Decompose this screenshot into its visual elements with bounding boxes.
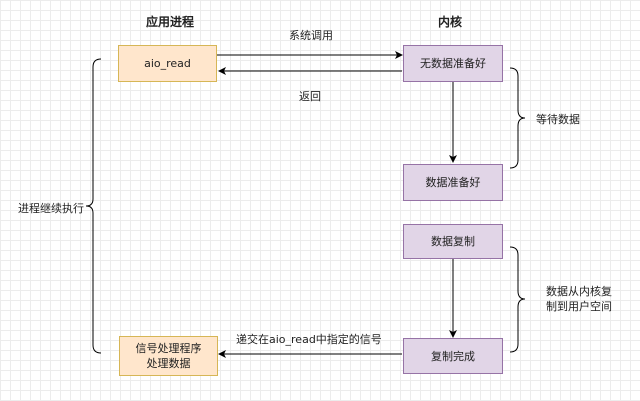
app-process-heading: 应用进程 [145,15,194,29]
copy-label-line2: 制到用户空间 [546,300,612,313]
process-continue-brace [85,58,102,354]
data-copy-box: 数据复制 [403,224,503,259]
signal-handler-line2: 处理数据 [146,357,191,370]
wait-data-brace [509,67,526,169]
signal-handler-line1: 信号处理程序 [135,342,202,355]
process-continue-label: 进程继续执行 [18,202,84,215]
copy-label-line1: 数据从内核复 [546,285,612,298]
data-ready-box: 数据准备好 [403,164,503,201]
deliver-signal-label: 递交在aio_read中指定的信号 [236,333,382,346]
aio-read-box: aio_read [118,45,217,82]
return-label: 返回 [299,90,321,103]
copy-done-box: 复制完成 [403,338,503,374]
no-data-ready-box: 无数据准备好 [403,45,503,82]
copy-to-user-label: 数据从内核复 制到用户空间 [546,284,612,314]
copy-brace [509,246,526,353]
syscall-label: 系统调用 [289,29,333,42]
kernel-heading: 内核 [437,15,462,29]
wait-data-label: 等待数据 [536,113,580,126]
signal-handler-box: 信号处理程序 处理数据 [119,336,218,376]
